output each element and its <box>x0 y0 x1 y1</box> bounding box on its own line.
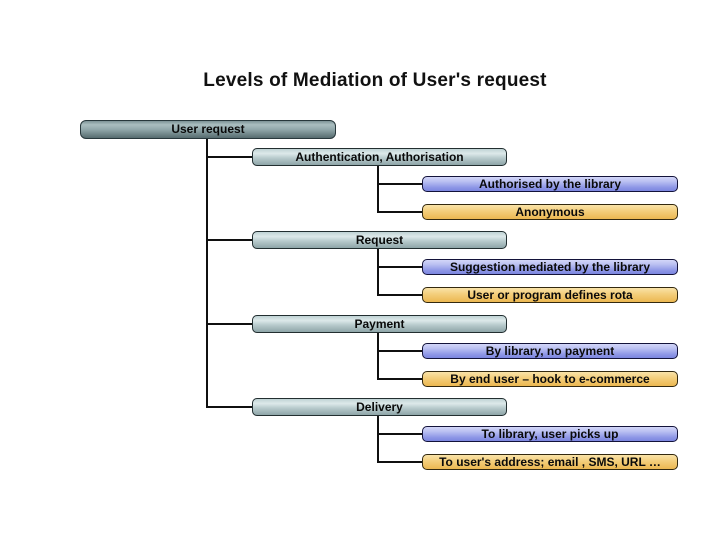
node-label: User request <box>171 122 245 136</box>
node-label: Suggestion mediated by the library <box>449 260 651 274</box>
connector-branch <box>206 156 252 158</box>
node-by-end-user-ecommerce: By end user – hook to e-commerce <box>422 371 678 387</box>
connector-child-branch <box>377 211 422 213</box>
node-authentication: Authentication, Authorisation <box>252 148 507 166</box>
connector-subtrunk <box>377 166 379 213</box>
node-anonymous: Anonymous <box>422 204 678 220</box>
node-label: By end user – hook to e-commerce <box>450 372 650 386</box>
connector-child-branch <box>377 461 422 463</box>
connector-child-branch <box>377 350 422 352</box>
node-label: User or program defines rota <box>467 288 633 302</box>
connector-child-branch <box>377 378 422 380</box>
connector-subtrunk <box>377 333 379 380</box>
node-label: Payment <box>354 317 405 331</box>
node-authorised-by-library: Authorised by the library <box>422 176 678 192</box>
node-user-program-rota: User or program defines rota <box>422 287 678 303</box>
node-label: By library, no payment <box>485 344 615 358</box>
connector-child-branch <box>377 266 422 268</box>
connector-branch <box>206 239 252 241</box>
node-label: Request <box>355 233 404 247</box>
node-label: Delivery <box>356 400 403 414</box>
node-request: Request <box>252 231 507 249</box>
connector-branch <box>206 323 252 325</box>
node-by-library-no-payment: By library, no payment <box>422 343 678 359</box>
slide-title: Levels of Mediation of User's request <box>203 70 547 91</box>
node-label: Anonymous <box>515 205 585 219</box>
node-payment: Payment <box>252 315 507 333</box>
node-label: To library, user picks up <box>481 427 619 441</box>
node-label: Authentication, Authorisation <box>295 150 464 164</box>
node-label: Authorised by the library <box>478 177 622 191</box>
connector-child-branch <box>377 294 422 296</box>
node-suggestion-mediated: Suggestion mediated by the library <box>422 259 678 275</box>
connector-subtrunk <box>377 249 379 296</box>
connector-branch <box>206 406 252 408</box>
node-to-library-pickup: To library, user picks up <box>422 426 678 442</box>
connector-child-branch <box>377 433 422 435</box>
node-label: To user's address; email , SMS, URL … <box>439 455 661 469</box>
node-user-request: User request <box>80 120 336 139</box>
connector-subtrunk <box>377 416 379 463</box>
node-to-users-address: To user's address; email , SMS, URL … <box>422 454 678 470</box>
connector-child-branch <box>377 183 422 185</box>
node-delivery: Delivery <box>252 398 507 416</box>
connector-trunk <box>206 139 208 408</box>
